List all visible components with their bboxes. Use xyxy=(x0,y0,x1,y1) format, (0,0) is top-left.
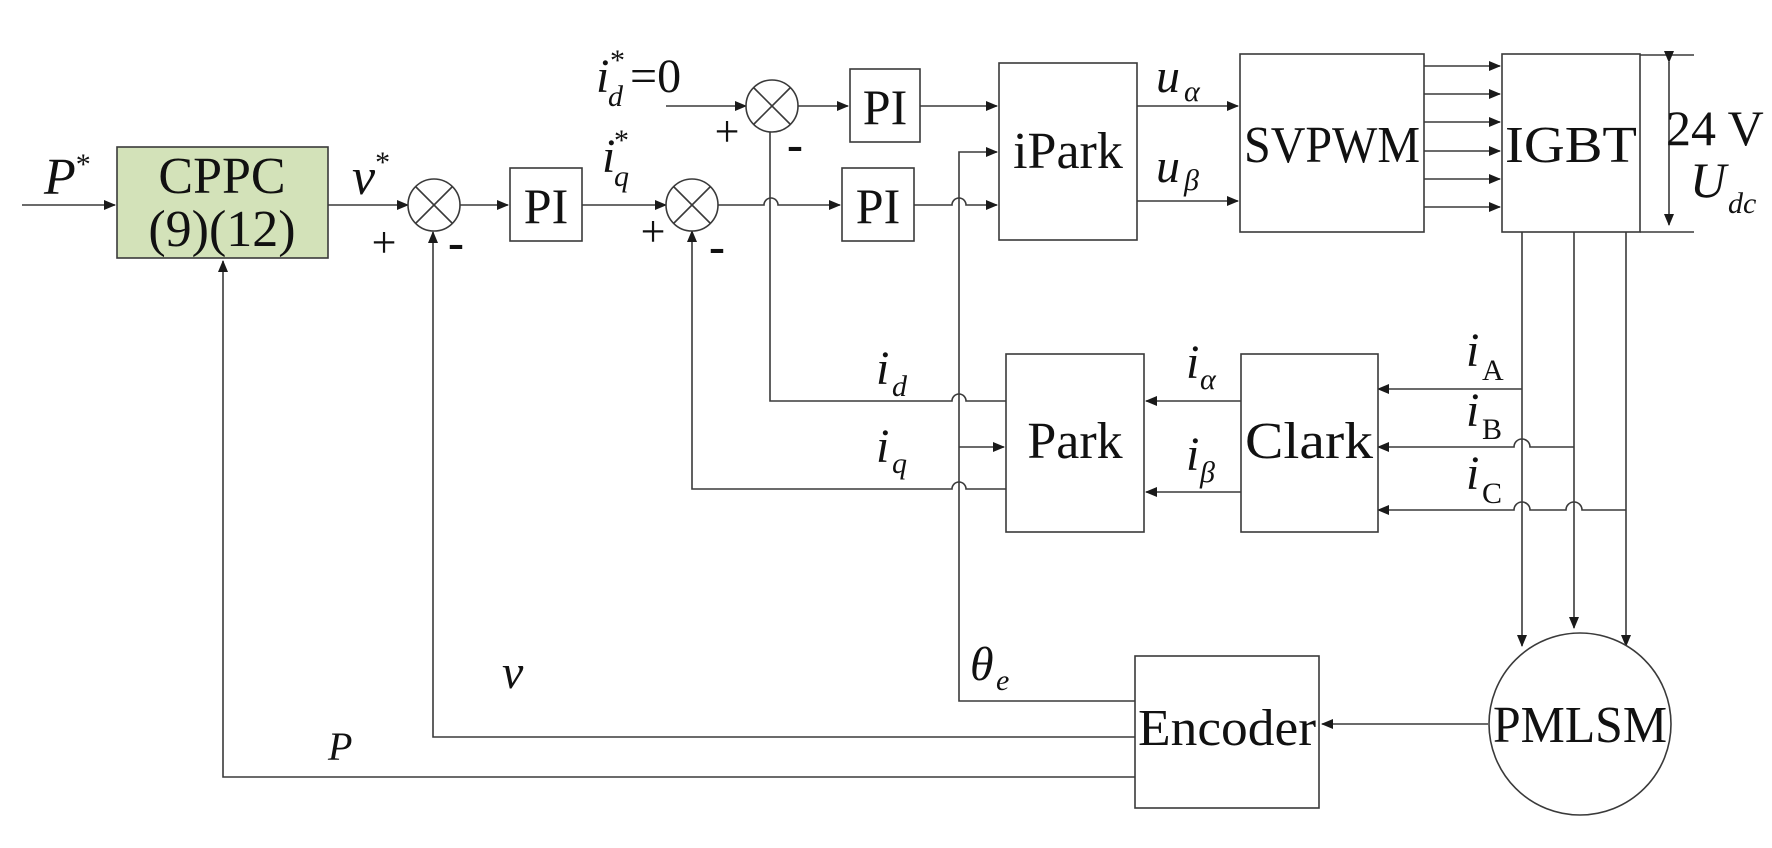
ipark-block: iPark xyxy=(998,62,1138,241)
svg-text:u: u xyxy=(1156,50,1180,103)
u-alpha-label: u α xyxy=(1156,50,1201,108)
svg-text:i: i xyxy=(1466,447,1479,500)
svg-text:i: i xyxy=(602,130,615,183)
svg-text:i: i xyxy=(1186,428,1199,481)
svg-text:d: d xyxy=(608,80,624,113)
p-feedback-label: P xyxy=(327,724,352,769)
speed-pi-label: PI xyxy=(524,178,568,234)
speed-sum-plus: + xyxy=(372,218,397,267)
pmlsm-motor: PMLSM xyxy=(1488,632,1672,816)
cppc-label-line2: (9)(12) xyxy=(148,201,295,258)
voltage-label: 24 V xyxy=(1666,100,1764,156)
d-sum-minus: - xyxy=(787,118,803,171)
svg-text:i: i xyxy=(876,420,889,473)
i-alpha-label: i α xyxy=(1186,336,1217,396)
svg-text:θ: θ xyxy=(970,638,994,691)
encoder-block: Encoder xyxy=(1134,655,1320,809)
svg-text:u: u xyxy=(1156,140,1180,193)
svg-text:U: U xyxy=(1690,152,1729,208)
ia-label: i A xyxy=(1466,324,1504,387)
d-sum-plus: + xyxy=(715,107,740,156)
svg-text:dc: dc xyxy=(1728,187,1756,220)
i-beta-label: i β xyxy=(1186,428,1215,489)
svg-text:A: A xyxy=(1482,354,1504,387)
p-ref-label: P* xyxy=(43,148,91,206)
svg-text:q: q xyxy=(614,160,629,193)
svg-text:*: * xyxy=(614,124,629,157)
park-label: Park xyxy=(1027,413,1122,470)
svg-text:B: B xyxy=(1482,413,1502,446)
v-ref-label: v* xyxy=(352,146,390,206)
q-sum-plus: + xyxy=(641,207,666,256)
udc-label: U dc xyxy=(1690,152,1756,220)
svg-text:α: α xyxy=(1200,363,1217,396)
svg-text:i: i xyxy=(1186,336,1199,389)
igbt-label: IGBT xyxy=(1505,117,1637,174)
q-sum-minus: - xyxy=(709,220,725,273)
igbt-block: IGBT xyxy=(1501,53,1641,233)
q-current-sum-junction xyxy=(665,178,719,232)
svg-text:*: * xyxy=(610,44,625,77)
svg-text:24 V: 24 V xyxy=(1666,100,1764,156)
ic-label: i C xyxy=(1466,447,1502,510)
svpwm-block: SVPWM xyxy=(1239,53,1425,233)
svg-text:α: α xyxy=(1184,75,1201,108)
cppc-block: CPPC (9)(12) xyxy=(116,146,329,259)
d-current-sum-junction xyxy=(745,79,799,133)
svg-text:C: C xyxy=(1482,477,1502,510)
v-feedback-label: v xyxy=(502,646,524,699)
q-current-pi-label: PI xyxy=(856,178,900,234)
svg-text:β: β xyxy=(1183,164,1199,197)
svg-text:=0: =0 xyxy=(630,50,681,103)
iq-ref-label: i * q xyxy=(602,124,629,193)
u-beta-label: u β xyxy=(1156,140,1199,197)
park-block: Park xyxy=(1005,353,1145,533)
svg-text:i: i xyxy=(596,50,609,103)
cppc-label-line1: CPPC xyxy=(158,148,285,205)
ipark-label: iPark xyxy=(1013,123,1123,180)
encoder-label: Encoder xyxy=(1138,700,1316,757)
id-feedback-label: i d xyxy=(876,342,908,403)
d-current-pi-block: PI xyxy=(849,68,921,143)
svg-text:q: q xyxy=(892,447,907,480)
pmlsm-label: PMLSM xyxy=(1493,697,1667,754)
speed-sum-junction xyxy=(407,178,461,232)
svg-text:β: β xyxy=(1199,456,1215,489)
clark-label: Clark xyxy=(1245,413,1373,470)
signal-wires xyxy=(22,51,1694,778)
clark-block: Clark xyxy=(1240,353,1379,533)
speed-pi-block: PI xyxy=(509,167,583,242)
ib-label: i B xyxy=(1466,384,1502,446)
svpwm-label: SVPWM xyxy=(1244,117,1420,174)
q-current-pi-block: PI xyxy=(841,167,915,242)
svg-text:i: i xyxy=(1466,324,1479,377)
svg-text:e: e xyxy=(996,664,1009,697)
svg-text:i: i xyxy=(1466,384,1479,437)
id-ref-label: i * d =0 xyxy=(596,44,681,113)
iq-feedback-label: i q xyxy=(876,420,907,480)
speed-sum-minus: - xyxy=(448,216,464,269)
svg-text:i: i xyxy=(876,342,889,395)
d-current-pi-label: PI xyxy=(863,79,907,135)
theta-e-label: θ e xyxy=(970,638,1009,697)
svg-text:d: d xyxy=(892,370,908,403)
